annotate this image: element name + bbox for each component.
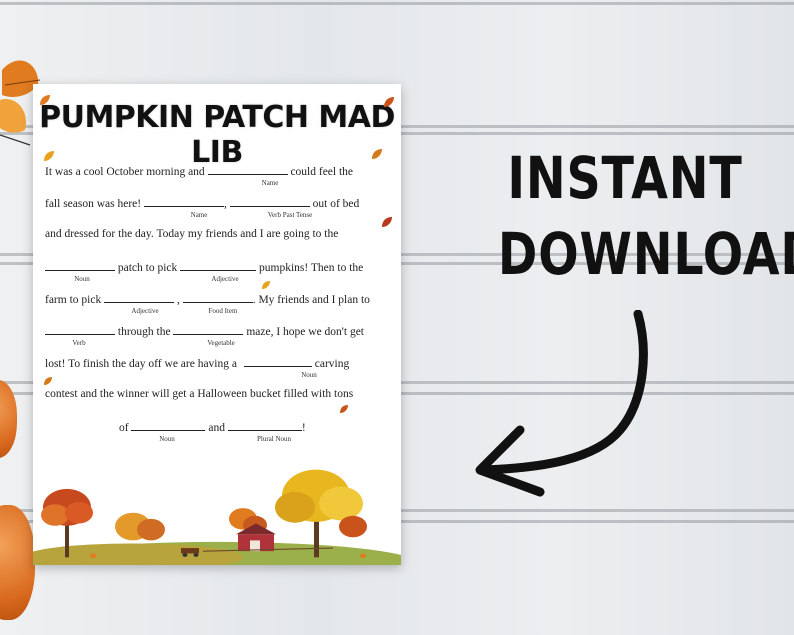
blank-noun[interactable] xyxy=(131,420,206,431)
blank-caption: Adjective xyxy=(211,275,239,283)
blank-caption: Noun xyxy=(159,435,175,443)
story-line-6: through the maze, I hope we don't get xyxy=(45,324,364,338)
story-line-2: fall season was here! , out of bed xyxy=(45,196,359,210)
blank-name[interactable] xyxy=(144,196,224,207)
blank-caption: Name xyxy=(190,211,208,219)
story-text: It was a cool October morning and xyxy=(45,166,205,178)
story-text: lost! To finish the day off we are havin… xyxy=(45,358,237,370)
story-text: fall season was here! xyxy=(45,198,142,210)
blank-caption: Noun xyxy=(301,371,317,379)
blank-caption: Food Item xyxy=(208,307,238,315)
story-text: and dressed for the day. Today my friend… xyxy=(45,228,339,240)
leaf-icon xyxy=(262,281,270,289)
blank-caption: Verb Past Tense xyxy=(267,211,313,219)
blank-noun[interactable] xyxy=(243,356,312,367)
blank-vegetable[interactable] xyxy=(173,324,244,335)
story-text: could feel the xyxy=(290,166,354,178)
instant-text: INSTANT xyxy=(507,144,743,212)
blank-caption: Vegetable xyxy=(207,339,235,347)
story-text: of xyxy=(119,422,129,434)
story-text: through the xyxy=(117,326,171,338)
blank-adjective[interactable] xyxy=(104,292,175,303)
leaf-icon xyxy=(384,97,394,107)
story-text: , xyxy=(224,198,227,210)
story-text: maze, I hope we don't get xyxy=(246,326,364,338)
story-text: patch to pick xyxy=(117,262,178,274)
leaf-icon xyxy=(44,377,52,385)
blank-verb[interactable] xyxy=(45,324,115,335)
leaf-icon xyxy=(382,217,392,227)
story-line-5: farm to pick , . My friends and I plan t… xyxy=(45,292,370,306)
leaf-icon xyxy=(372,149,382,159)
story-line-4: patch to pick pumpkins! Then to the xyxy=(45,260,363,274)
story-line-3: and dressed for the day. Today my friend… xyxy=(45,228,338,240)
story-text: pumpkins! Then to the xyxy=(259,262,364,274)
pumpkin-decoration xyxy=(0,505,35,620)
blank-caption: Name xyxy=(261,179,279,187)
blank-caption: Plural Noun xyxy=(256,435,292,443)
blank-caption: Verb xyxy=(72,339,86,347)
blank-caption: Noun xyxy=(74,275,90,283)
blank-noun[interactable] xyxy=(45,260,115,271)
story-line-1: It was a cool October morning and could … xyxy=(45,164,353,178)
story-text: ! xyxy=(301,422,306,434)
blank-caption: Adjective xyxy=(131,307,159,315)
leaf-icon xyxy=(44,151,54,161)
blank-name[interactable] xyxy=(207,164,288,175)
blank-adjective[interactable] xyxy=(180,260,257,271)
story-text: out of bed xyxy=(312,198,360,210)
blank-food-item[interactable] xyxy=(182,292,253,303)
mad-lib-worksheet: PUMPKIN PATCH MAD LIB It was a cool Octo… xyxy=(33,84,401,565)
autumn-landscape-illustration xyxy=(33,469,401,565)
leaf-icon xyxy=(340,405,348,413)
story-text: carving xyxy=(314,358,350,370)
story-text: , xyxy=(176,294,180,306)
story-line-7: lost! To finish the day off we are havin… xyxy=(45,356,349,370)
story-text: contest and the winner will get a Hallow… xyxy=(45,388,354,400)
autumn-leaves-decoration xyxy=(0,60,41,146)
instant-download-heading: INSTANT DOWNLOAD xyxy=(497,140,794,292)
plank-seam xyxy=(0,2,794,5)
download-text: DOWNLOAD xyxy=(497,220,794,288)
leaf-icon xyxy=(40,95,50,105)
story-line-8: contest and the winner will get a Hallow… xyxy=(45,388,353,400)
story-text: farm to pick xyxy=(45,294,102,306)
curved-arrow-icon xyxy=(475,310,648,497)
blank-plural-noun[interactable] xyxy=(227,420,302,431)
blank-verb-past-tense[interactable] xyxy=(229,196,310,207)
pumpkin-decoration xyxy=(0,380,17,458)
story-text: and xyxy=(208,422,225,434)
story-line-9: of and ! xyxy=(119,420,306,434)
worksheet-title: PUMPKIN PATCH MAD LIB xyxy=(39,100,395,170)
story-text: . My friends and I plan to xyxy=(252,294,370,306)
